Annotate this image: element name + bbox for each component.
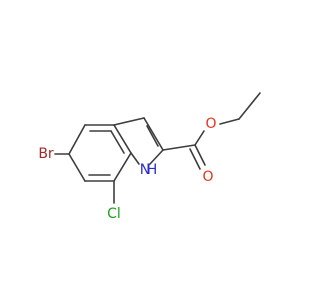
bond-ch2-ch3: [238, 92, 261, 120]
atom-oxygen-ether: O: [205, 116, 216, 132]
bond-n1-c7a: [130, 152, 140, 165]
atom-labels: Br Cl N H O O: [38, 116, 216, 222]
atom-nitrogen: N: [140, 162, 150, 178]
bond-c4-c5: [68, 124, 86, 155]
bond-c3-c2: [143, 117, 164, 151]
bond-c3a-c3: [113, 117, 145, 126]
bond-c5-c6: [68, 153, 86, 182]
bond-ccarbonyl-ocarbonyl: [194, 144, 206, 166]
bond-c7-c7a: [113, 152, 132, 182]
bond-c2-n1: [149, 149, 164, 165]
bond-c7a-c3a-inner: [110, 130, 125, 154]
bonds: [54, 92, 261, 204]
bond-ccarbonyl-oether: [194, 130, 205, 146]
bond-c7a-c3a: [113, 124, 132, 154]
atom-chlorine: Cl: [107, 206, 121, 222]
bond-ccarbonyl-ocarbonyl-2: [189, 148, 201, 170]
atom-nitrogen-hydrogen: H: [147, 162, 158, 178]
atom-bromine: Br: [38, 146, 54, 162]
bond-c3-c2-inner: [146, 125, 159, 147]
bond-oether-ch2: [219, 118, 240, 125]
molecule-structure: Br Cl N H O O: [38, 92, 261, 222]
atom-oxygen-carbonyl: O: [202, 169, 213, 185]
bond-c2-ccarbonyl: [162, 144, 196, 151]
